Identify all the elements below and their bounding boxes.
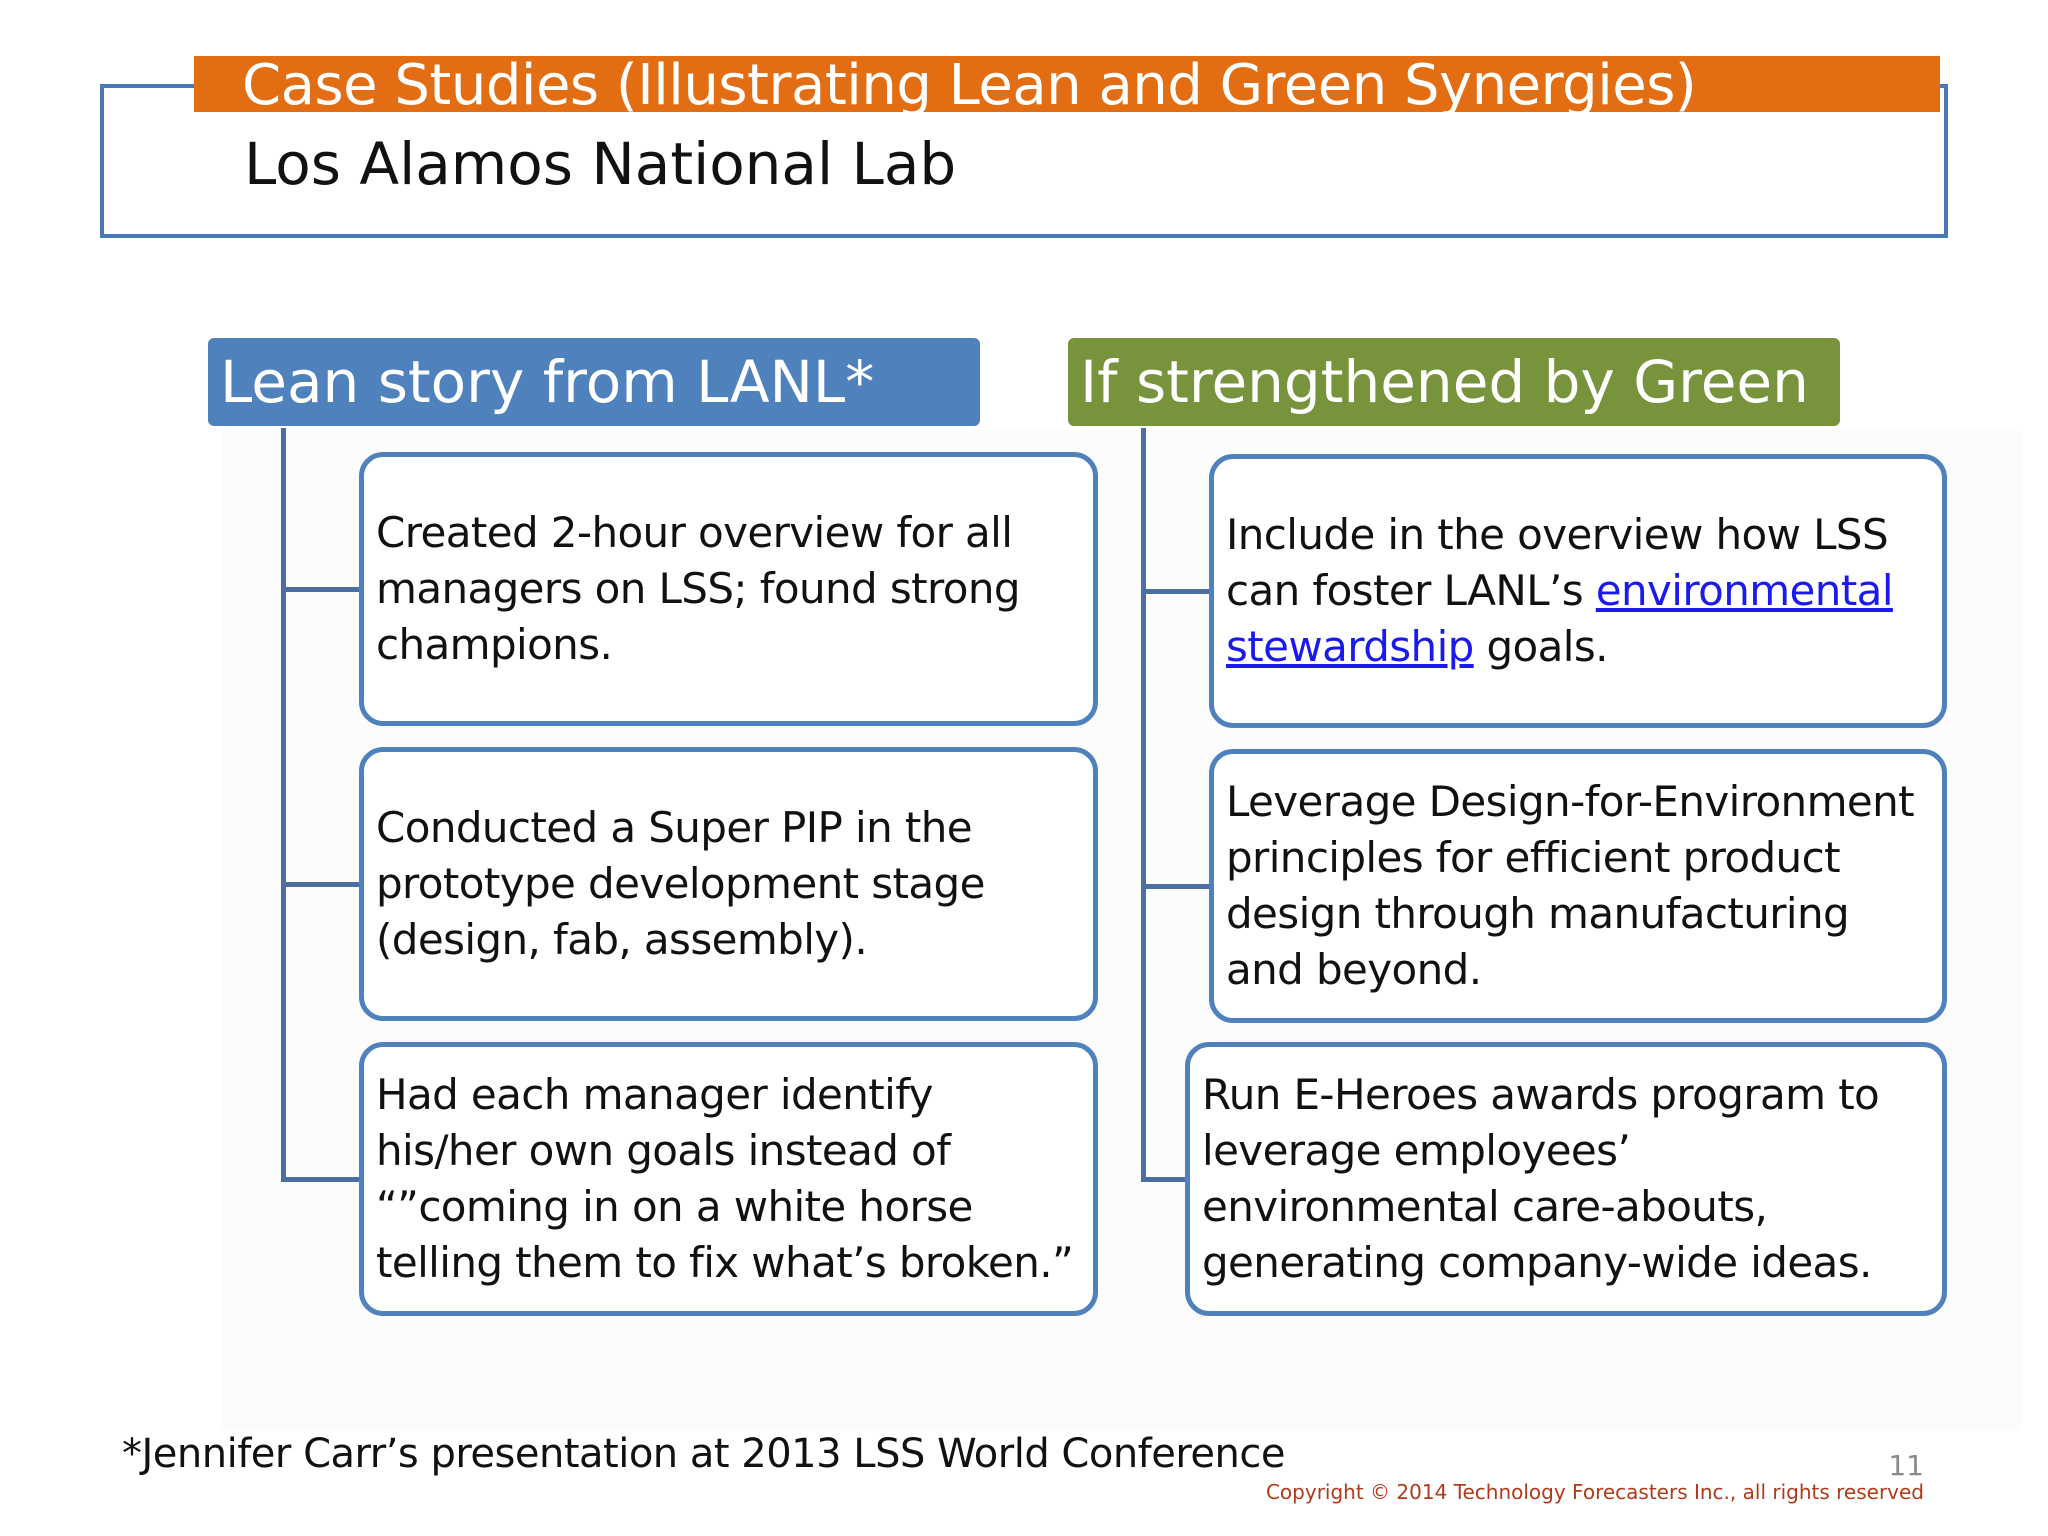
green-card-3: Run E-Heroes awards program to leverage … — [1185, 1042, 1947, 1316]
lean-column-header: Lean story from LANL* — [208, 338, 980, 426]
lean-connector-vertical — [281, 428, 286, 1180]
copyright: Copyright © 2014 Technology Forecasters … — [1265, 1480, 1924, 1504]
green-card-2: Leverage Design-for-Environment principl… — [1209, 749, 1947, 1023]
environmental-stewardship-link[interactable]: environmental stewardship — [1226, 566, 1893, 671]
lean-connector-1 — [281, 587, 359, 592]
lean-card-3-text: Had each manager identify his/her own go… — [376, 1070, 1074, 1287]
green-connector-vertical — [1141, 428, 1146, 1182]
lean-connector-2 — [281, 882, 359, 887]
title-bar: Case Studies (Illustrating Lean and Gree… — [194, 56, 1940, 112]
green-card-1: Include in the overview how LSS can fost… — [1209, 454, 1947, 728]
lean-card-2-text: Conducted a Super PIP in the prototype d… — [376, 803, 985, 964]
page-number: 11 — [1888, 1449, 1924, 1482]
lean-card-1: Created 2-hour overview for all managers… — [359, 452, 1098, 726]
green-column-header: If strengthened by Green — [1068, 338, 1840, 426]
slide-title: Case Studies (Illustrating Lean and Gree… — [242, 56, 1697, 112]
green-card-3-text: Run E-Heroes awards program to leverage … — [1202, 1070, 1880, 1287]
title-frame-top-left — [100, 84, 196, 88]
green-connector-3 — [1141, 1177, 1187, 1182]
slide-subtitle: Los Alamos National Lab — [244, 130, 957, 198]
green-connector-1 — [1141, 589, 1209, 594]
lean-connector-3 — [281, 1177, 359, 1182]
title-frame-top-right — [1940, 84, 1948, 88]
footnote: *Jennifer Carr’s presentation at 2013 LS… — [122, 1431, 1286, 1477]
green-card-2-text: Leverage Design-for-Environment principl… — [1226, 777, 1915, 994]
lean-card-3: Had each manager identify his/her own go… — [359, 1042, 1098, 1316]
green-card-1-text-before: Include in the overview how LSS can fost… — [1226, 510, 1889, 615]
lean-card-2: Conducted a Super PIP in the prototype d… — [359, 747, 1098, 1021]
green-card-1-text: Include in the overview how LSS can fost… — [1226, 507, 1930, 675]
green-connector-2 — [1141, 884, 1209, 889]
title-frame — [100, 84, 1948, 238]
green-card-1-text-after: goals. — [1473, 622, 1608, 671]
lean-card-1-text: Created 2-hour overview for all managers… — [376, 508, 1021, 669]
